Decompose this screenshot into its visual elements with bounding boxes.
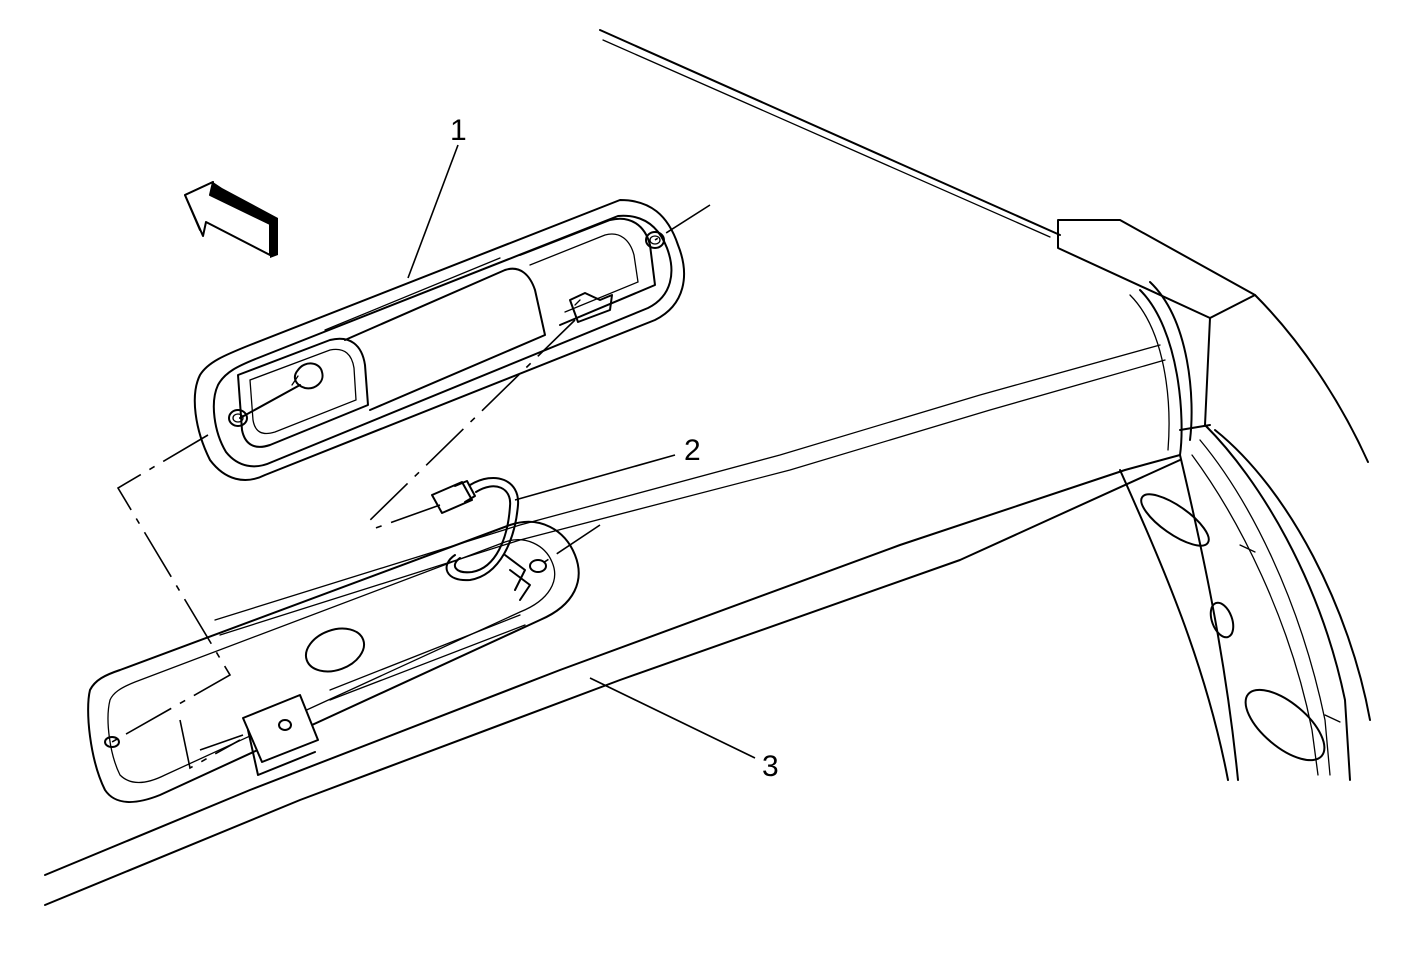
stop-lamp-assembly <box>193 199 685 481</box>
lamp-socket <box>569 292 613 323</box>
roof-panel <box>44 29 1193 906</box>
lamp-wiring-harness <box>431 476 526 591</box>
callouts: 1 2 3 <box>407 114 779 783</box>
roof-end-cap <box>1057 219 1369 463</box>
forward-arrow-icon <box>184 181 278 258</box>
screw-icon <box>239 362 324 419</box>
door-frame <box>1119 424 1371 781</box>
alignment-lines <box>111 204 711 770</box>
left-screw-hole <box>228 409 248 427</box>
callout-3-label: 3 <box>762 750 779 783</box>
callout-2-label: 2 <box>684 434 701 467</box>
right-screw-hole <box>645 231 665 249</box>
electrical-connector-icon <box>431 480 476 514</box>
callout-1-label: 1 <box>450 114 467 147</box>
lamp-mounting-recess <box>87 520 580 803</box>
